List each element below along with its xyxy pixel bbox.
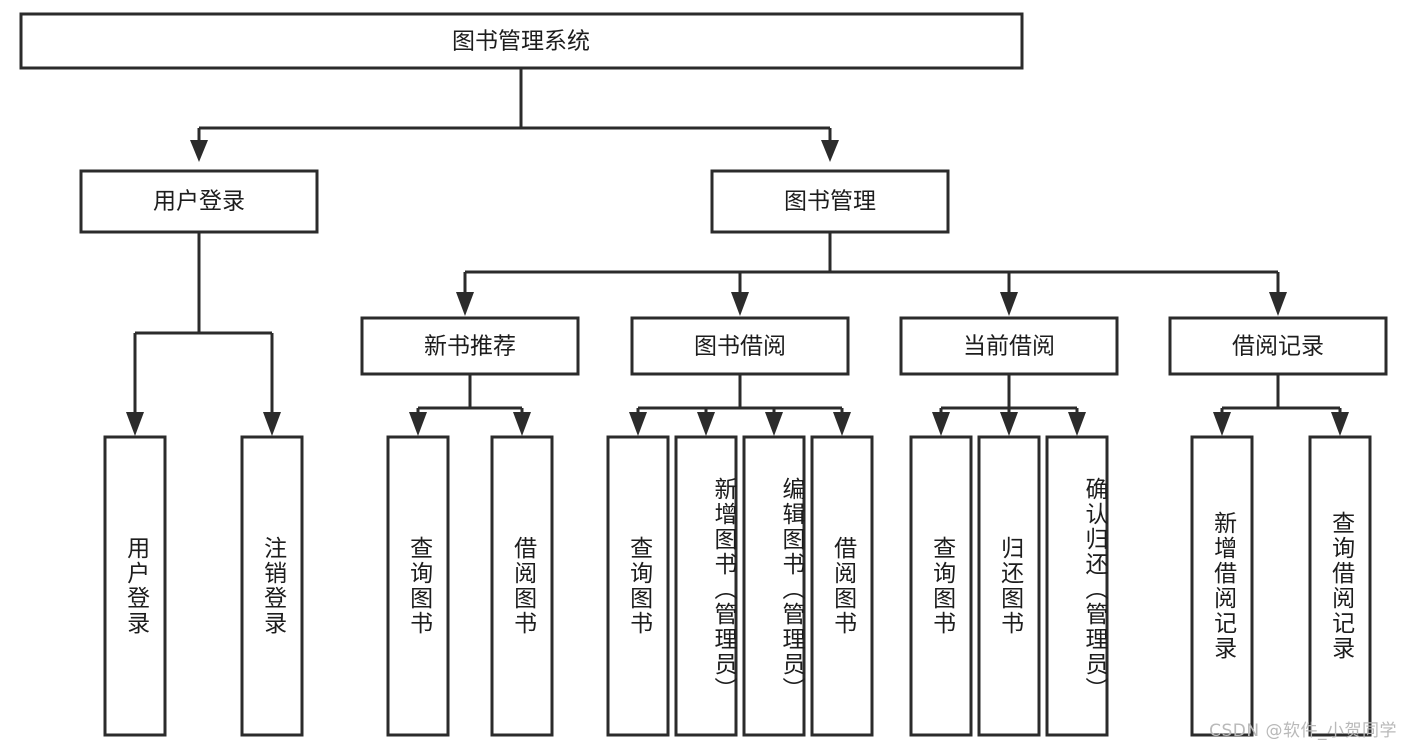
node-book-manage[interactable]: 图书管理: [710, 169, 950, 234]
node-new-book-recommend[interactable]: 新书推荐: [360, 316, 580, 376]
node-leaf-edit-book[interactable]: [742, 435, 806, 737]
node-user-login-label: 用户登录: [153, 189, 245, 215]
node-leaf-query-book-3[interactable]: [909, 435, 973, 737]
node-leaf-query-book-2[interactable]: [606, 435, 670, 737]
connector-userlogin-to-leaves: [126, 232, 281, 436]
connector-newbook-to-leaves: [409, 374, 531, 436]
connector-bookmanage-to-level3: [456, 232, 1287, 316]
node-leaf-user-login[interactable]: [103, 435, 167, 737]
connector-root-to-level2: [190, 68, 839, 162]
connector-borrowrecord-to-leaves: [1213, 374, 1349, 436]
node-leaf-query-book-1[interactable]: [386, 435, 450, 737]
connector-bookborrow-to-leaves: [629, 374, 851, 436]
node-leaf-borrow-book-2[interactable]: [810, 435, 874, 737]
node-borrow-record[interactable]: 借阅记录: [1168, 316, 1388, 376]
node-leaf-borrow-book-1[interactable]: [490, 435, 554, 737]
connector-currentborrow-to-leaves: [932, 374, 1086, 436]
csdn-watermark: CSDN @软件_小贺同学: [1209, 721, 1397, 741]
node-leaf-query-record[interactable]: [1308, 435, 1372, 737]
node-book-manage-label: 图书管理: [784, 189, 876, 215]
node-leaf-logout[interactable]: [240, 435, 304, 737]
node-leaf-add-record[interactable]: [1190, 435, 1254, 737]
node-leaf-confirm-return[interactable]: [1045, 435, 1109, 737]
node-current-borrow-label: 当前借阅: [963, 334, 1055, 360]
node-root-label: 图书管理系统: [452, 29, 590, 55]
node-new-book-recommend-label: 新书推荐: [424, 334, 516, 360]
node-book-borrow-label: 图书借阅: [694, 334, 786, 360]
node-book-borrow[interactable]: 图书借阅: [630, 316, 850, 376]
node-root-book-management-system[interactable]: 图书管理系统: [19, 12, 1024, 70]
node-current-borrow[interactable]: 当前借阅: [899, 316, 1119, 376]
node-borrow-record-label: 借阅记录: [1232, 334, 1324, 360]
node-leaf-add-book[interactable]: [674, 435, 738, 737]
node-leaf-return-book[interactable]: [977, 435, 1041, 737]
node-user-login[interactable]: 用户登录: [79, 169, 319, 234]
